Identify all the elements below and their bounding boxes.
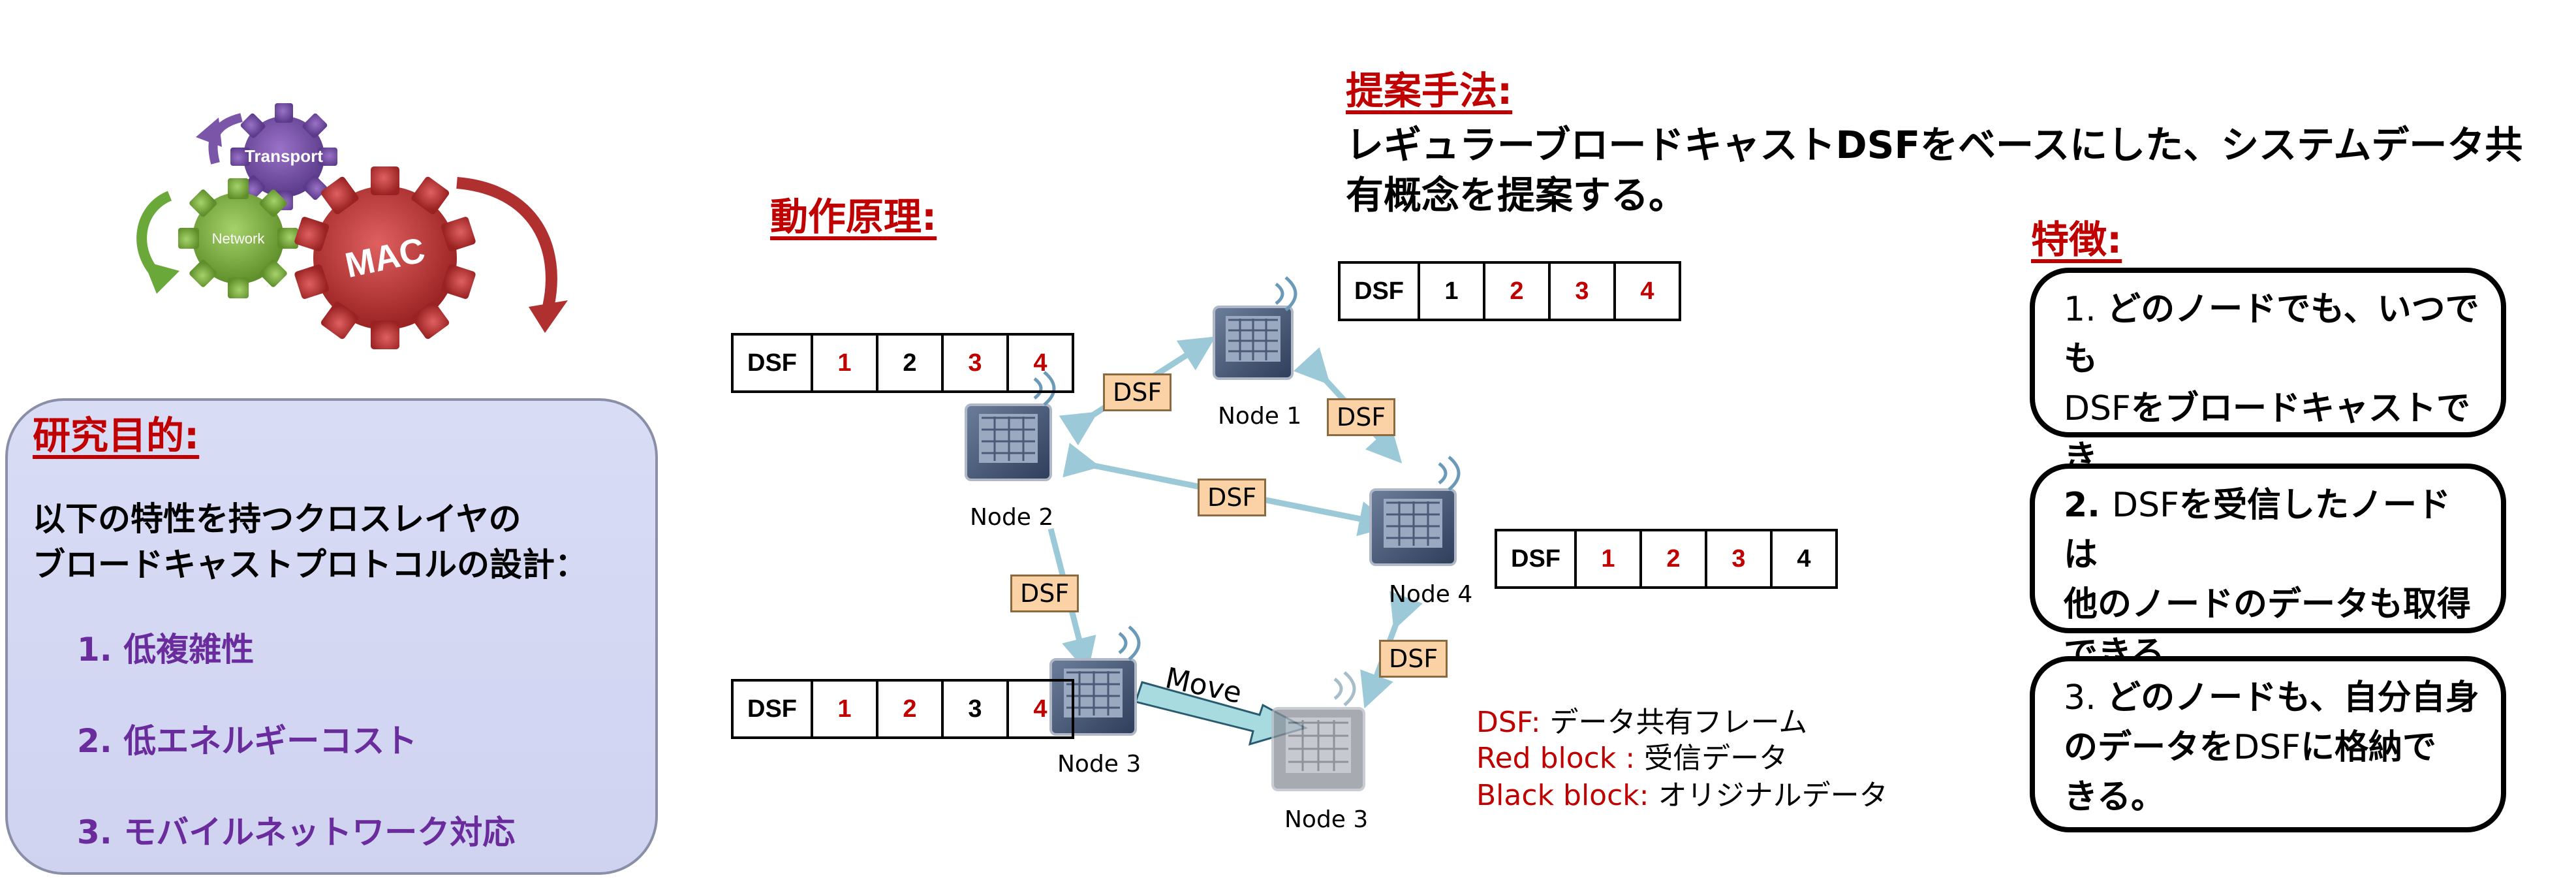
feature-3-line3: きる。 [2064, 778, 2165, 817]
dsf-tag-node2-node3: DSF [1010, 575, 1079, 612]
feature-box-1: 1. どのノードでも、いつでも DSFをブロードキャストでき る。 [2030, 268, 2506, 528]
frame-cell-4: 4 [1640, 277, 1654, 305]
feature-3-number: 3. [2064, 678, 2107, 717]
feature-1-dsf: DSF [2064, 389, 2131, 428]
feature-3-dsf: DSF [2233, 728, 2301, 767]
frame-cell-1: 1 [1577, 531, 1642, 586]
node2-label: Node 2 [970, 504, 1054, 531]
legend-dsf: DSF: データ共有フレーム [1476, 699, 1807, 740]
red-arrow-head [529, 300, 568, 333]
protocol-gears-illustration: Transport Network MAC [136, 103, 568, 349]
frame-cell-3: 3 [944, 336, 1009, 390]
frame-cell-3: 3 [1707, 531, 1773, 586]
frame-cell-1: 1 [813, 336, 878, 390]
feature-2-line1: 2. DSFを受信したノードは [2064, 480, 2481, 580]
legend-red-text: 受信データ [1635, 742, 1788, 775]
feature-box-3: 3. どのノードも、自分自身 のデータをDSFに格納で きる。 [2030, 656, 2506, 832]
frame-cell-1: 1 [813, 682, 878, 736]
features-title: 特徴: [2031, 217, 2122, 262]
dsf-tag-node1-node4: DSF [1327, 398, 1396, 436]
frame-cell-2: 2 [1485, 264, 1551, 319]
legend-red: Red block : 受信データ [1476, 734, 1788, 776]
frame-cell-2: 2 [878, 682, 944, 736]
research-purpose-description-line2: ブロードキャストプロトコルの設計： [33, 546, 587, 584]
research-purpose-panel [5, 398, 658, 875]
feature-1-text-b: をブロードキャストでき [2064, 389, 2470, 478]
feature-2-text-a: を受信したノードは [2064, 486, 2451, 575]
feature-1-text-a: どのノードでも、いつでも [2064, 290, 2479, 379]
network-gear-label: Network [212, 230, 266, 247]
dsf-tag-node2-node1: DSF [1103, 373, 1172, 411]
research-purpose-item-1: 1. 低複雑性 [77, 631, 255, 669]
node4-device [1369, 456, 1461, 566]
proposal-text-line2: 有概念を提案する。 [1346, 173, 1687, 217]
feature-box-2: 2. DSFを受信したノードは 他のノードのデータも取得 できる。 [2030, 464, 2506, 674]
frame-cell-2: 2 [1642, 531, 1707, 586]
research-purpose-title: 研究目的: [33, 413, 200, 458]
research-purpose-item-2: 2. 低エネルギーコスト [77, 722, 418, 760]
feature-2-dsf: DSF [2112, 486, 2180, 525]
feature-2-number: 2. [2064, 486, 2113, 525]
frame-cell-1: 1 [1420, 264, 1485, 319]
red-cycle-arrow [456, 177, 557, 308]
legend-black: Black block: オリジナルデータ [1476, 772, 1888, 813]
frame-dsf-label: DSF [734, 336, 813, 390]
proposal-text-line1: レギュラーブロードキャストDSFをベースにした、システムデータ共 [1346, 123, 2523, 167]
node1-device [1213, 276, 1297, 380]
node2-device [965, 371, 1056, 481]
research-purpose-description-line1: 以下の特性を持つクロスレイヤの [33, 500, 521, 538]
legend-red-key: Red block : [1476, 742, 1636, 775]
proposal-title: 提案手法: [1346, 69, 1513, 113]
purple-arrow-head [196, 118, 222, 147]
dsf-tag-node4-node3: DSF [1379, 640, 1448, 678]
frame-cell-3: 3 [944, 682, 1009, 736]
transport-gear-label: Transport [245, 146, 323, 166]
research-purpose-item-3: 3. モバイルネットワーク対応 [77, 813, 516, 851]
frame-cell-4: 4 [1033, 695, 1047, 723]
node3-label: Node 3 [1057, 751, 1141, 778]
frame-cell-2: 2 [878, 336, 944, 390]
feature-1-line1: 1. どのノードでも、いつでも [2064, 285, 2481, 384]
legend-dsf-key: DSF: [1476, 706, 1541, 739]
feature-1-number: 1. [2064, 290, 2107, 329]
legend-black-key: Black block: [1476, 779, 1649, 812]
network-gear: Network [178, 178, 298, 298]
feature-3-line2: のデータをDSFに格納で [2064, 723, 2481, 772]
principle-title: 動作原理: [770, 195, 937, 239]
node1-label: Node 1 [1218, 403, 1302, 430]
feature-3-line1: 3. どのノードも、自分自身 [2064, 673, 2481, 723]
feature-1-line2: DSFをブロードキャストでき [2064, 384, 2481, 483]
green-arrow-head [144, 261, 179, 294]
transport-gear: Transport [230, 103, 337, 210]
mac-gear: MAC [294, 166, 476, 349]
frame-dsf-label: DSF [1341, 264, 1420, 319]
node4-label: Node 4 [1389, 581, 1473, 608]
frame-cell-3: 3 [1551, 264, 1616, 319]
feature-3-text-b: のデータを [2064, 728, 2234, 767]
feature-3-text-a: どのノードも、自分自身 [2107, 678, 2479, 717]
node3-moved-label: Node 3 [1284, 806, 1369, 833]
frame-dsf-label: DSF [734, 682, 813, 736]
feature-2-line2: 他のノードのデータも取得 [2064, 585, 2472, 624]
dsf-tag-node2-node4: DSF [1198, 479, 1267, 516]
frame-dsf-label: DSF [1497, 531, 1577, 586]
frame-cell-4: 4 [1033, 349, 1047, 377]
legend-black-text: オリジナルデータ [1649, 779, 1888, 812]
legend-dsf-text: データ共有フレーム [1540, 706, 1808, 739]
feature-3-text-b2: に格納で [2300, 728, 2436, 767]
node3-moved-device [1271, 671, 1365, 791]
frame-cell-4: 4 [1797, 544, 1811, 573]
